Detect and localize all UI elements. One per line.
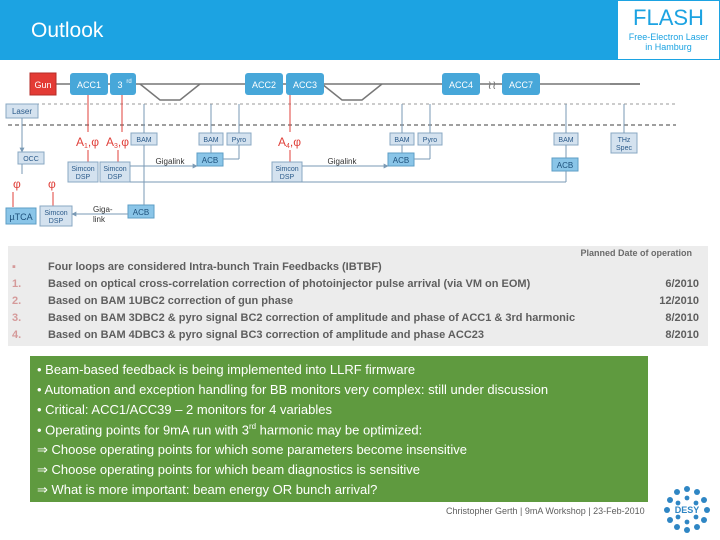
slide-title: Outlook	[31, 19, 104, 42]
beamline-break: ≀≀	[488, 78, 497, 92]
svg-text:DSP: DSP	[76, 174, 91, 181]
acb1-label: ACB	[202, 156, 218, 165]
giga-link-label-2: link	[93, 215, 106, 224]
loop-date: 12/2010	[659, 295, 699, 307]
acc4-label: ACC4	[449, 80, 473, 90]
utca-label: µTCA	[9, 212, 32, 222]
loops-intro-text: Four loops are considered Intra-bunch Tr…	[48, 261, 382, 273]
utca-box	[5, 207, 37, 225]
svg-text:DSP: DSP	[108, 174, 123, 181]
slide-header: Outlook FLASH Free-Electron Laser in Ham…	[0, 0, 720, 60]
thz-label-1: THz	[618, 137, 631, 144]
bullet-icon: ▪	[12, 261, 16, 273]
desy-logo: DESY	[664, 486, 710, 533]
third-harmonic-label: 3	[117, 80, 122, 90]
thz-label-2: Spec	[616, 145, 632, 152]
acc1-label: ACC1	[77, 80, 101, 90]
a1-phi-label: A1,φ	[76, 135, 99, 150]
pyro3-label: Pyro	[423, 137, 438, 144]
loop-item: 4. Based on BAM 4DBC3 & pyro signal BC3 …	[12, 329, 699, 341]
acc3-box	[286, 73, 324, 95]
svg-text:DSP: DSP	[49, 218, 64, 225]
desy-logo-text: DESY	[675, 505, 700, 515]
note-line: • Operating points for 9mA run with 3rd …	[37, 422, 423, 438]
gigalink-label-2: Gigalink	[328, 157, 358, 166]
gigalink-label-1: Gigalink	[156, 157, 186, 166]
note-arrow-line: ⇒ What is more important: beam energy OR…	[37, 482, 378, 497]
note-line: • Critical: ACC1/ACC39 – 2 monitors for …	[37, 402, 332, 417]
note-line: • Automation and exception handling for …	[37, 382, 549, 397]
occ-label: OCC	[23, 156, 39, 163]
acc7-label: ACC7	[509, 80, 533, 90]
phi-laser: φ	[13, 177, 21, 191]
acb3-box	[551, 157, 579, 172]
giga-link-label-1: Giga-	[93, 205, 113, 214]
bam3-label: BAM	[394, 137, 409, 144]
gun-label: Gun	[34, 80, 51, 90]
flash-logo-text: FLASH	[633, 5, 704, 30]
note-line: • Beam-based feedback is being implement…	[37, 362, 416, 377]
third-harmonic-sup: rd	[126, 79, 131, 85]
flash-logo: FLASH Free-Electron Laser in Hamburg	[617, 0, 720, 60]
loops-section: Planned Date of operation ▪ Four loops a…	[8, 246, 708, 346]
a3-phi-label: A3,φ	[106, 135, 129, 150]
note-arrow-line: ⇒ Choose operating points for which some…	[37, 442, 467, 457]
bam2-label: BAM	[203, 137, 218, 144]
loop-date: 8/2010	[665, 312, 699, 324]
svg-text:Simcon: Simcon	[103, 166, 126, 173]
bunch-compressor-1	[139, 83, 201, 101]
bam4-label: BAM	[558, 137, 573, 144]
acc1-box	[70, 73, 108, 95]
flash-logo-subtitle: Free-Electron Laser in Hamburg	[628, 32, 709, 52]
acb2-label: ACB	[393, 156, 409, 165]
svg-text:DSP: DSP	[280, 174, 295, 181]
acb3-label: ACB	[557, 161, 573, 170]
loop-date: 8/2010	[665, 329, 699, 341]
loop-item: 2. Based on BAM 1UBC2 correction of gun …	[12, 295, 699, 307]
acc3-label: ACC3	[293, 80, 317, 90]
acc4-box	[442, 73, 480, 95]
svg-text:Simcon: Simcon	[44, 210, 67, 217]
acc2-box	[245, 73, 283, 95]
a4-phi-label: A4,φ	[278, 135, 301, 150]
notes-box: • Beam-based feedback is being implement…	[30, 356, 648, 502]
acb4-box	[127, 204, 155, 219]
svg-text:Simcon: Simcon	[71, 166, 94, 173]
loops-intro: ▪ Four loops are considered Intra-bunch …	[8, 261, 708, 277]
planned-date-header: Planned Date of operation	[580, 248, 692, 258]
simcon-dsp-2	[99, 161, 131, 183]
bunch-compressor-2	[321, 83, 383, 101]
third-harmonic-box	[110, 73, 136, 95]
svg-text:Simcon: Simcon	[275, 166, 298, 173]
gun-box	[29, 72, 57, 96]
laser-label: Laser	[12, 107, 32, 116]
phi-gun: φ	[48, 177, 56, 191]
note-arrow-line: ⇒ Choose operating points for which beam…	[37, 462, 421, 477]
occ-box	[17, 151, 45, 165]
feedback-diagram: Gun ACC1 3 rd ACC2 ACC3 ACC4 ≀≀ ACC7 Las…	[5, 72, 676, 227]
loop-item: 3. Based on BAM 3DBC2 & pyro signal BC2 …	[12, 312, 699, 324]
simcon-dsp-1	[67, 161, 99, 183]
loop-date: 6/2010	[665, 278, 699, 290]
acc2-label: ACC2	[252, 80, 276, 90]
loop-item: 1. Based on optical cross-correlation co…	[12, 278, 699, 290]
footer-text: Christopher Gerth | 9mA Workshop | 23-Fe…	[446, 506, 645, 516]
bam1-label: BAM	[136, 137, 151, 144]
acb4-label: ACB	[133, 208, 149, 217]
pyro2-label: Pyro	[232, 137, 247, 144]
acc7-box	[502, 73, 540, 95]
